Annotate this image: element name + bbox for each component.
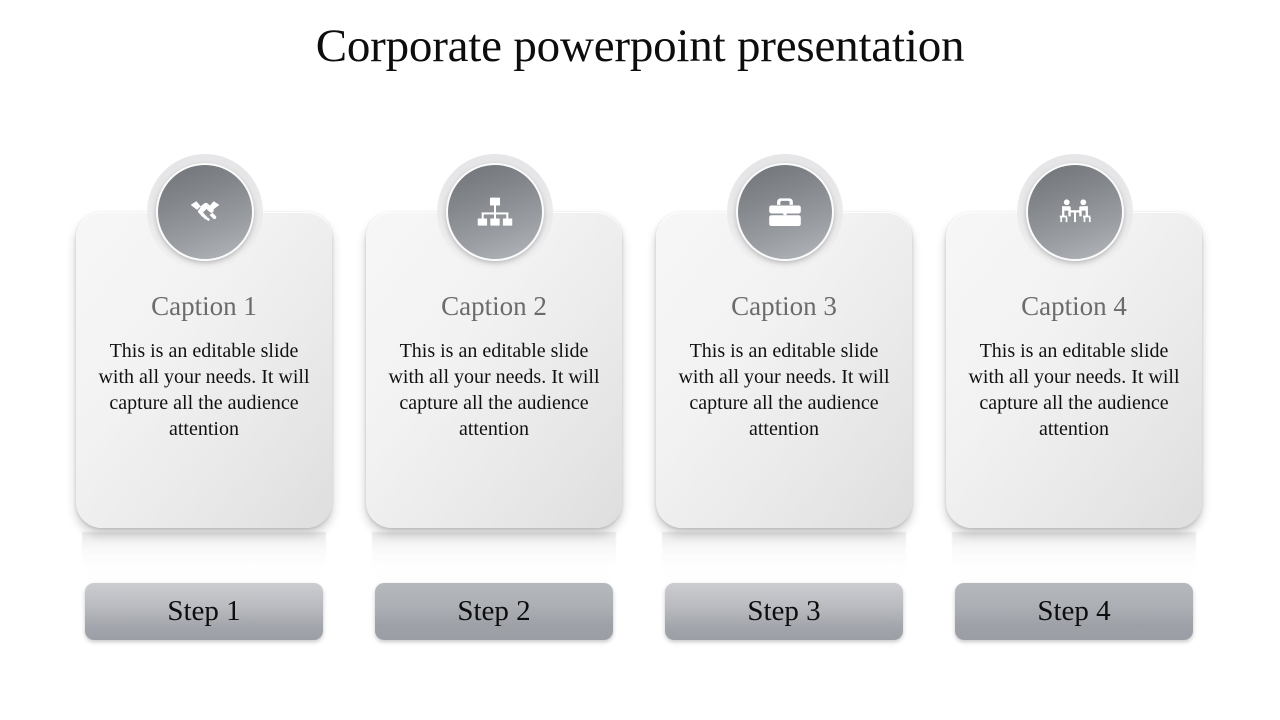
icon-circle-1[interactable] bbox=[156, 163, 254, 261]
card-reflection bbox=[952, 532, 1196, 586]
step-column-4: Caption 4 This is an editable slide with… bbox=[946, 0, 1204, 720]
step-button-3[interactable]: Step 3 bbox=[665, 583, 903, 640]
step-button-label-2: Step 2 bbox=[457, 595, 531, 627]
briefcase-icon bbox=[762, 189, 808, 235]
card-caption-1: Caption 1 bbox=[151, 291, 257, 321]
icon-ring-1 bbox=[147, 154, 263, 270]
card-reflection bbox=[372, 532, 616, 586]
step-column-1: Caption 1 This is an editable slide with… bbox=[76, 0, 334, 720]
card-body-1: This is an editable slide with all your … bbox=[98, 340, 310, 440]
card-reflection bbox=[82, 532, 326, 586]
card-body-3: This is an editable slide with all your … bbox=[678, 340, 890, 440]
card-reflection bbox=[662, 532, 906, 586]
card-caption-4: Caption 4 bbox=[1021, 291, 1127, 321]
icon-circle-3[interactable] bbox=[736, 163, 834, 261]
icon-ring-2 bbox=[437, 154, 553, 270]
step-button-2[interactable]: Step 2 bbox=[375, 583, 613, 640]
icon-circle-2[interactable] bbox=[446, 163, 544, 261]
step-button-4[interactable]: Step 4 bbox=[955, 583, 1193, 640]
icon-circle-4[interactable] bbox=[1026, 163, 1124, 261]
step-column-3: Caption 3 This is an editable slide with… bbox=[656, 0, 914, 720]
step-button-1[interactable]: Step 1 bbox=[85, 583, 323, 640]
step-button-label-3: Step 3 bbox=[747, 595, 821, 627]
step-button-label-1: Step 1 bbox=[167, 595, 241, 627]
card-caption-2: Caption 2 bbox=[441, 291, 547, 321]
icon-ring-3 bbox=[727, 154, 843, 270]
step-button-label-4: Step 4 bbox=[1037, 595, 1111, 627]
page-title: Corporate powerpoint presentation bbox=[315, 20, 965, 72]
org-chart-icon bbox=[472, 189, 518, 235]
handshake-icon bbox=[182, 189, 228, 235]
card-body-4: This is an editable slide with all your … bbox=[968, 340, 1180, 440]
icon-ring-4 bbox=[1017, 154, 1133, 270]
card-caption-3: Caption 3 bbox=[731, 291, 837, 321]
card-body-2: This is an editable slide with all your … bbox=[388, 340, 600, 440]
meeting-table-icon bbox=[1052, 189, 1098, 235]
step-column-2: Caption 2 This is an editable slide with… bbox=[366, 0, 624, 720]
